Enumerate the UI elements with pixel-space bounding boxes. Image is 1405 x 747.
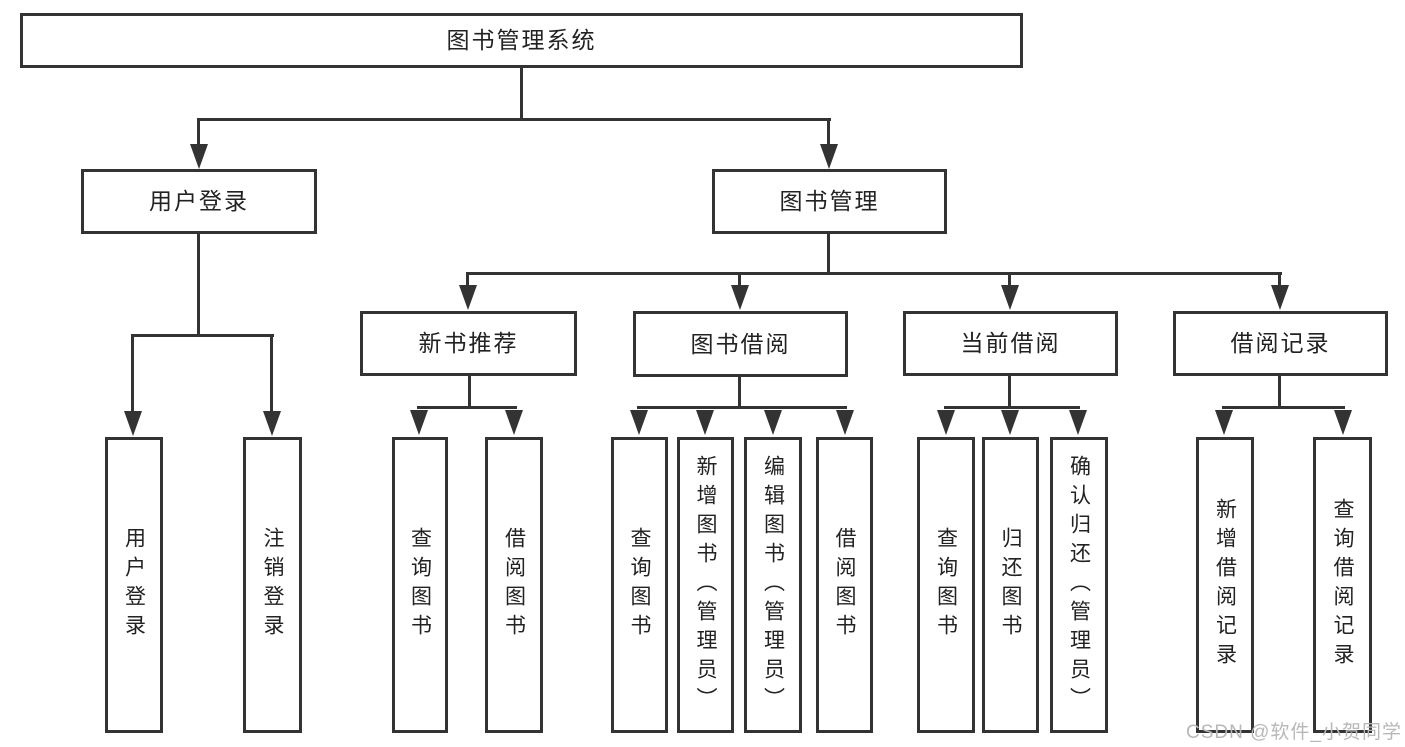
arrow-down-icon xyxy=(190,144,208,169)
arrow-down-icon xyxy=(731,285,749,310)
arrow-down-icon xyxy=(124,411,142,436)
arrow-down-icon xyxy=(836,410,854,435)
arrow-down-icon xyxy=(1215,410,1233,435)
connector-line xyxy=(131,334,134,413)
leaf-query-books-current: 查询图书 xyxy=(917,437,975,733)
arrow-down-icon xyxy=(1334,410,1352,435)
node-label: 查询图书 xyxy=(934,527,958,643)
node-label: 注销登录 xyxy=(261,527,284,643)
arrow-down-icon xyxy=(1001,285,1019,310)
connector-line xyxy=(466,272,469,288)
connector-line xyxy=(944,406,1080,409)
leaf-borrow-books-recommend: 借阅图书 xyxy=(485,437,543,733)
node-label: 确认归还（管理员） xyxy=(1067,454,1091,716)
arrow-down-icon xyxy=(937,410,955,435)
node-label: 借阅记录 xyxy=(1230,330,1331,356)
node-library-management-system: 图书管理系统 xyxy=(20,13,1023,68)
node-current-borrow: 当前借阅 xyxy=(903,311,1118,376)
connector-line xyxy=(637,406,847,409)
node-label: 借阅图书 xyxy=(833,527,856,643)
leaf-add-borrow-record: 新增借阅记录 xyxy=(1196,437,1254,733)
node-label: 借阅图书 xyxy=(502,527,526,643)
node-label: 当前借阅 xyxy=(960,330,1061,356)
node-book-management: 图书管理 xyxy=(712,169,947,234)
node-label: 新增图书（管理员） xyxy=(694,454,717,716)
connector-line xyxy=(270,334,273,413)
arrow-down-icon xyxy=(696,410,714,435)
arrow-down-icon xyxy=(820,144,838,169)
connector-line xyxy=(1222,406,1345,409)
arrow-down-icon xyxy=(505,410,523,435)
leaf-add-books-admin: 新增图书（管理员） xyxy=(677,437,734,733)
connector-line xyxy=(738,375,741,409)
connector-line xyxy=(1008,375,1011,409)
arrow-down-icon xyxy=(630,410,648,435)
node-book-borrow: 图书借阅 xyxy=(633,311,848,377)
leaf-borrow-books: 借阅图书 xyxy=(816,437,873,733)
csdn-watermark: CSDN @软件_小贺同学 xyxy=(1186,722,1402,743)
arrow-down-icon xyxy=(1069,410,1087,435)
node-user-login: 用户登录 xyxy=(81,169,317,234)
arrow-down-icon xyxy=(459,285,477,310)
node-label: 查询借阅记录 xyxy=(1331,498,1354,672)
leaf-confirm-return-admin: 确认归还（管理员） xyxy=(1050,437,1108,733)
node-label: 编辑图书（管理员） xyxy=(761,454,785,716)
node-label: 归还图书 xyxy=(999,527,1022,643)
leaf-query-borrow-record: 查询借阅记录 xyxy=(1313,437,1372,733)
node-label: 图书管理系统 xyxy=(446,27,597,53)
connector-line xyxy=(468,375,471,409)
leaf-query-books-borrow: 查询图书 xyxy=(611,437,668,733)
connector-line xyxy=(827,118,830,146)
arrow-down-icon xyxy=(1271,285,1289,310)
node-label: 图书管理 xyxy=(779,188,880,214)
node-label: 用户登录 xyxy=(149,188,249,214)
connector-line xyxy=(520,68,523,119)
node-label: 用户登录 xyxy=(122,527,146,643)
node-borrow-records: 借阅记录 xyxy=(1173,311,1388,376)
leaf-edit-books-admin: 编辑图书（管理员） xyxy=(744,437,802,733)
connector-line xyxy=(738,272,741,288)
connector-line xyxy=(466,272,1282,275)
connector-line xyxy=(131,334,274,337)
node-label: 新书推荐 xyxy=(418,330,519,356)
connector-line xyxy=(1278,272,1281,288)
node-label: 查询图书 xyxy=(408,527,432,643)
connector-line xyxy=(197,118,831,121)
connector-line xyxy=(1008,272,1011,288)
node-new-book-recommend: 新书推荐 xyxy=(360,311,577,376)
node-label: 图书借阅 xyxy=(690,330,791,357)
arrow-down-icon xyxy=(764,410,782,435)
connector-line xyxy=(197,118,200,146)
arrow-down-icon xyxy=(410,410,428,435)
leaf-logout: 注销登录 xyxy=(243,437,302,733)
node-label: 新增借阅记录 xyxy=(1213,498,1237,672)
leaf-user-login: 用户登录 xyxy=(105,437,163,733)
node-label: 查询图书 xyxy=(628,527,651,643)
connector-line xyxy=(417,406,517,409)
leaf-query-books-recommend: 查询图书 xyxy=(392,437,448,733)
connector-line xyxy=(827,234,830,275)
connector-line xyxy=(1278,375,1281,409)
connector-line xyxy=(197,234,200,337)
leaf-return-books: 归还图书 xyxy=(982,437,1039,733)
arrow-down-icon xyxy=(263,411,281,436)
arrow-down-icon xyxy=(1001,410,1019,435)
